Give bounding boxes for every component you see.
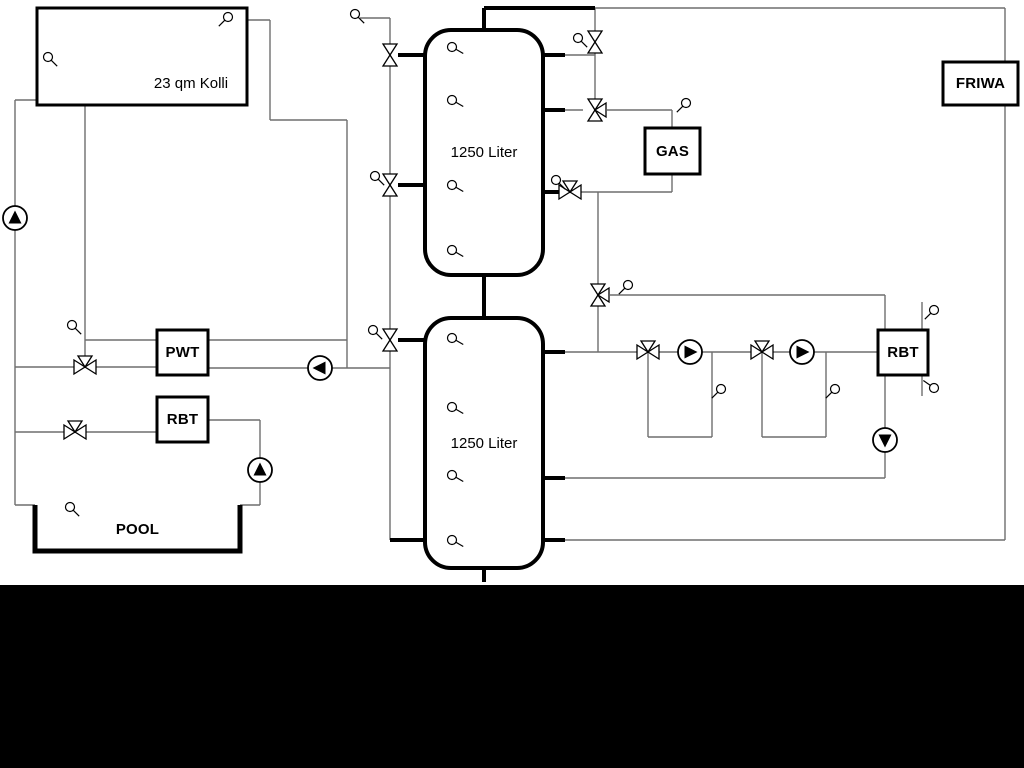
valve-heating-circuit-2-icon (750, 340, 774, 361)
buffer-tank-top (423, 28, 545, 277)
sensor-tank2-3-icon (446, 469, 458, 481)
sensor-gas-feed-stem (676, 105, 684, 113)
sensor-valve-tank2-icon (367, 324, 379, 336)
sensor-heating-circuit-1-stem (711, 391, 719, 399)
sensor-collector-left-stem (50, 59, 58, 67)
friwa-box (941, 60, 1020, 107)
sensor-heating-circuit-1-icon (715, 383, 727, 395)
pump-pwt-icon (312, 361, 326, 375)
sensor-tank1-2-icon (446, 94, 458, 106)
valve-tank1-upper-icon (381, 43, 399, 67)
sensor-valve-tank1-lower-stem (377, 178, 385, 186)
valve-gas-feed-icon (586, 98, 607, 122)
valve-tank1-lower-icon (381, 173, 399, 197)
sensor-tank1-1-icon (446, 41, 458, 53)
sensor-valve-tank2-stem (375, 332, 383, 340)
sensor-dhw-valve-stem (580, 40, 588, 48)
valve-pwt-icon (73, 355, 97, 376)
sensor-tank2-2-icon (446, 401, 458, 413)
sensor-rbt-right-bottom-stem (923, 380, 931, 386)
sensor-tank2-1-icon (446, 332, 458, 344)
pump-heating-1-icon (684, 345, 698, 359)
rbt-right-box (876, 328, 930, 377)
letterbox-bottom (0, 585, 1024, 768)
sensor-tank1-3-icon (446, 179, 458, 191)
sensor-tank1-4-stem (455, 251, 464, 258)
sensor-collector-left-icon (42, 51, 54, 63)
pump-rbt-right-icon (878, 434, 892, 448)
sensor-pool-stem (72, 509, 80, 517)
sensor-tank2-1-stem (455, 339, 464, 346)
sensor-tank2-2-stem (455, 408, 464, 415)
sensor-dhw-valve-icon (572, 32, 584, 44)
pwt-box (155, 328, 210, 377)
sensor-rbt-right-top-stem (924, 312, 932, 320)
sensor-tank1-2-stem (455, 101, 464, 108)
valve-tank2-solar-icon (381, 328, 399, 352)
sensor-tank1-3-stem (455, 186, 464, 193)
sensor-tank1-1-stem (455, 48, 464, 55)
collector-box (35, 6, 249, 107)
sensor-tank2-4-stem (455, 541, 464, 548)
valve-heating-circuit-1-icon (636, 340, 660, 361)
valve-gas-return-icon (558, 180, 582, 201)
sensor-riser-top-icon (349, 8, 361, 20)
valve-rbt-left-icon (63, 420, 87, 441)
sensor-riser-top-stem (357, 16, 365, 24)
sensor-collector-top-icon (222, 11, 234, 23)
sensor-heating-circuit-2-icon (829, 383, 841, 395)
sensor-heating-riser-stem (618, 287, 626, 295)
valve-dhw-top-icon (586, 30, 604, 54)
gas-boiler-box (643, 126, 702, 176)
sensor-rbt-right-top-icon (928, 304, 940, 316)
sensor-gas-return-stem (558, 182, 566, 190)
rbt-left-box (155, 395, 210, 444)
sensor-pool-icon (64, 501, 76, 513)
sensor-gas-return-icon (550, 174, 562, 186)
sensor-tank2-4-icon (446, 534, 458, 546)
sensor-gas-feed-icon (680, 97, 692, 109)
pump-pool-icon (253, 462, 267, 476)
pool-basin (32, 505, 243, 554)
sensor-pwt-line-icon (66, 319, 78, 331)
sensor-tank2-3-stem (455, 476, 464, 483)
sensor-heating-riser-icon (622, 279, 634, 291)
sensor-pwt-line-stem (74, 327, 82, 335)
sensor-heating-circuit-2-stem (825, 391, 833, 399)
pump-solar-icon (8, 210, 22, 224)
pump-heating-2-icon (796, 345, 810, 359)
sensor-valve-tank1-lower-icon (369, 170, 381, 182)
valve-heating-riser-icon (589, 283, 610, 307)
sensor-tank1-4-icon (446, 244, 458, 256)
sensor-rbt-right-bottom-icon (928, 382, 940, 394)
sensor-collector-top-stem (218, 19, 226, 27)
buffer-tank-bottom (423, 316, 545, 570)
